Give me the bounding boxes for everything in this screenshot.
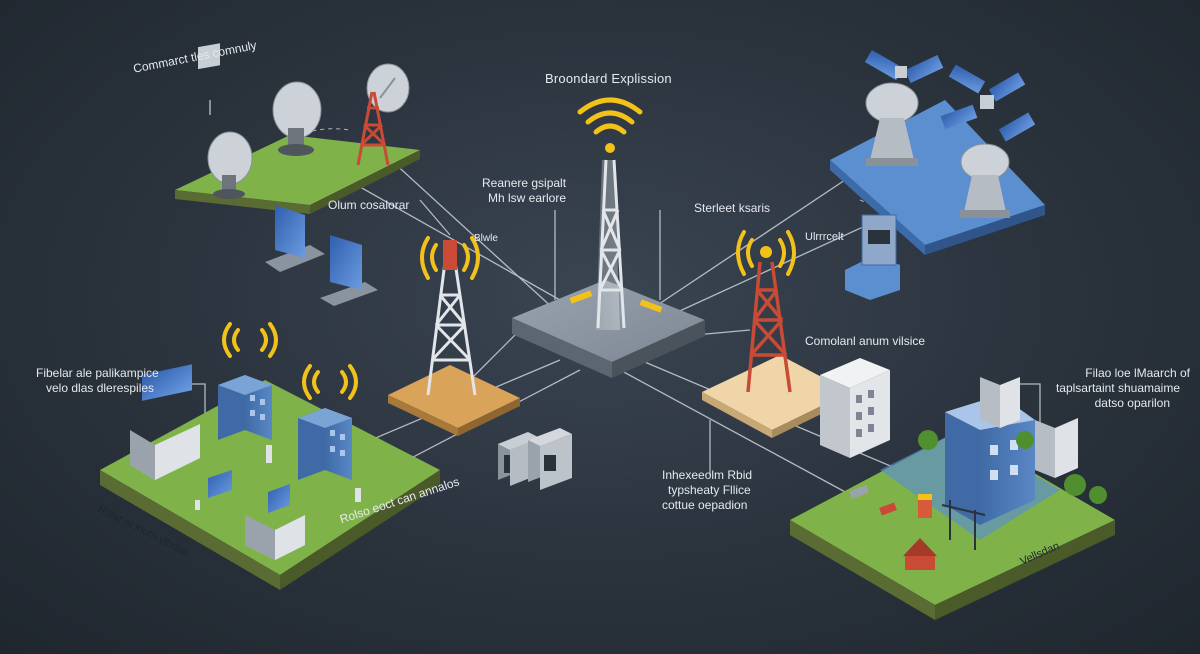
cell-tower-icon — [746, 261, 792, 393]
satellite-icon — [940, 64, 1036, 142]
link-satellite-hub — [649, 169, 861, 311]
beacon-light — [760, 246, 772, 258]
pad-left-tower — [388, 365, 520, 436]
signpost-icon — [198, 43, 220, 115]
wifi-signal-icon — [420, 236, 480, 280]
cell-tower-icon — [426, 261, 477, 396]
tree-icon — [918, 430, 1107, 504]
house-icon — [918, 494, 932, 518]
label-filao-line-1: Filao loe lMaarch of — [1085, 366, 1190, 380]
label-sterleet-ksaris: Sterleet ksaris — [694, 201, 771, 215]
building-icon — [298, 408, 352, 480]
wifi-signal-icon — [222, 322, 278, 358]
vehicle-icon — [849, 485, 897, 516]
satellite-dish-icon — [272, 81, 322, 156]
building-icon — [980, 377, 1078, 478]
label-comolanl-anum: Comolanl anum vilsice — [805, 334, 926, 348]
power-line — [941, 500, 986, 550]
link-topleft-hub — [329, 169, 561, 301]
satellite-icon — [864, 49, 944, 83]
link-topleft-hub-2 — [379, 149, 556, 311]
link-hub-lowerright — [619, 369, 861, 501]
label-inhexeeolm-line-3: cottue oepadion — [662, 498, 748, 512]
building-icon — [820, 358, 890, 458]
antenna-head — [443, 240, 457, 270]
satellite-dish-icon — [207, 131, 253, 199]
cell-tower-icon — [596, 143, 626, 330]
label-fibelar-line-2: velo dlas dlerespiles — [46, 381, 155, 395]
title-broadband-expansion: Broondard Explission — [545, 71, 672, 86]
building-icon — [218, 375, 272, 440]
label-olum-cosalorar: Olum cosalorar — [328, 198, 410, 212]
monitor-icon — [320, 235, 378, 306]
server-icon — [498, 428, 572, 490]
house-icon — [903, 538, 937, 570]
label-blwle: Blwle — [474, 233, 498, 244]
label-filao-line-2: taplsartaint shuamaime — [1055, 381, 1180, 395]
server-icon — [845, 214, 900, 300]
label-inhexeeolm-line-2: typsheaty Fllice — [668, 483, 751, 497]
platform-lower-left — [100, 380, 440, 590]
label-ulrrrcelt: Ulrrrcelt — [805, 231, 844, 243]
satellite-dish-icon — [366, 63, 410, 113]
link-olum — [419, 199, 451, 236]
satellite-dish-icon — [865, 82, 919, 166]
link-callout-right — [1020, 383, 1041, 430]
cell-tower-icon — [356, 91, 390, 166]
label-remote-signal-a: Reanere gsipalt — [482, 176, 567, 190]
wifi-signal-icon — [736, 230, 796, 276]
label-remote-signal-b: Mh lsw earlore — [488, 191, 567, 205]
server-icon — [130, 364, 200, 480]
server-icon — [245, 484, 305, 560]
signpost-icon — [195, 445, 361, 510]
monitor-icon — [208, 470, 232, 498]
label-inhexeeolm-line-1: Inhexeeolm Rbid — [662, 468, 753, 482]
wifi-signal-icon — [577, 97, 643, 135]
wifi-signal-icon — [302, 364, 358, 400]
satellite-dish-icon — [960, 143, 1010, 218]
label-fibelar-line-1: Fibelar ale palikampice — [36, 366, 159, 380]
label-filao-line-3: datso oparilon — [1094, 396, 1170, 410]
monitor-icon — [265, 205, 325, 272]
